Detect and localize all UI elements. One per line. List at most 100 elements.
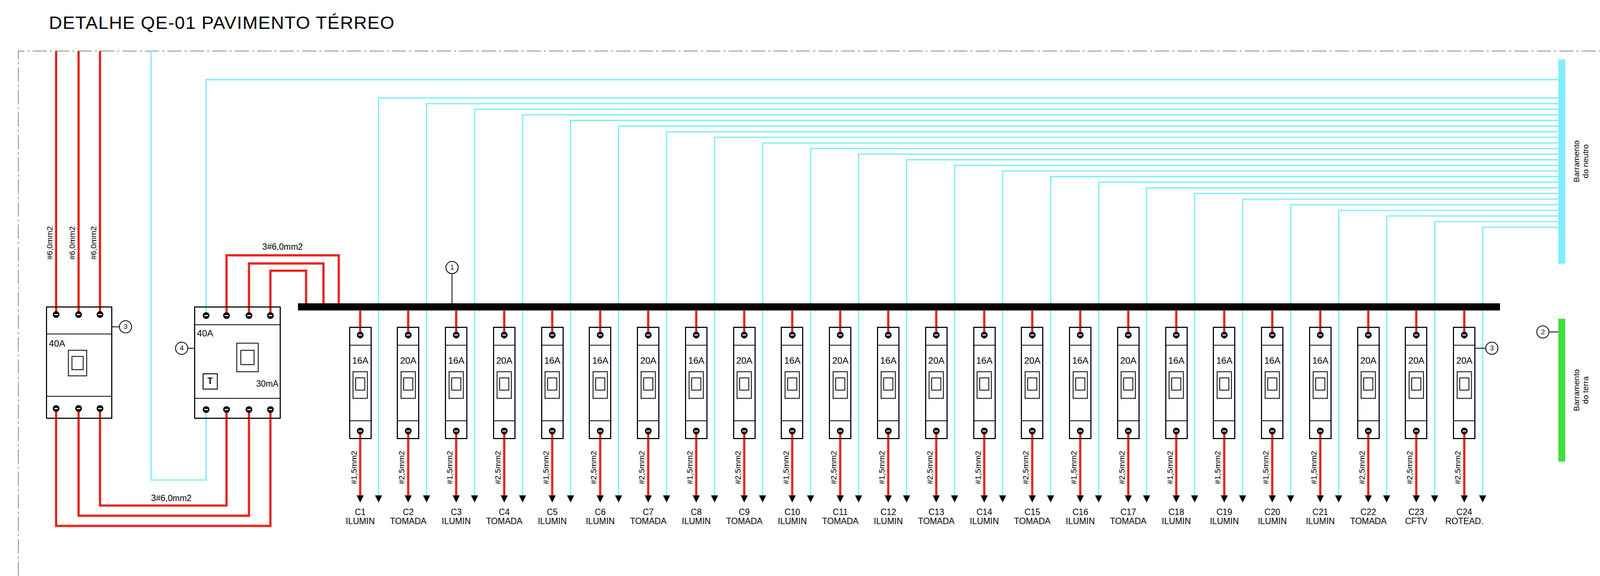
terminal-mark — [502, 430, 506, 432]
rating-label: 20A — [736, 356, 753, 367]
rating-label: 20A — [1024, 356, 1041, 367]
cable-label: #2,5mm2 — [589, 449, 599, 486]
cable-label: #1,5mm2 — [1213, 449, 1223, 486]
terminal — [885, 331, 892, 339]
breaker-divider — [1452, 420, 1476, 422]
neutral-wire — [150, 50, 206, 480]
arrow-head — [711, 495, 719, 503]
arrow-head — [374, 495, 382, 503]
rating-label: 16A — [1168, 356, 1185, 367]
breaker-toggle — [1025, 371, 1040, 399]
rating-label: 16A — [448, 356, 465, 367]
breaker-divider — [1260, 420, 1284, 422]
arrow-head — [404, 495, 412, 503]
arrow-head — [1172, 495, 1180, 503]
wire-connector — [56, 418, 271, 527]
phase-wire — [1222, 310, 1226, 336]
terminal — [266, 405, 274, 413]
arrow-head — [1412, 495, 1420, 503]
cable-label: #1,5mm2 — [1309, 449, 1319, 486]
phase-wire — [406, 310, 410, 336]
breaker-divider — [636, 344, 660, 346]
terminal — [75, 311, 83, 319]
breaker-divider — [349, 344, 372, 346]
terminal-mark — [98, 408, 103, 410]
breaker-toggle — [928, 371, 944, 399]
phase-wire — [1271, 310, 1274, 336]
phase-wire — [1222, 431, 1226, 496]
breaker-divider — [1117, 344, 1140, 346]
cable-label: #1,5mm2 — [685, 449, 695, 486]
cable-label: #1,5mm2 — [1261, 449, 1271, 486]
breaker-toggle — [68, 350, 87, 376]
arrow-head — [1382, 495, 1390, 503]
circuit-breaker: 20A — [1357, 326, 1380, 440]
phase-wire — [358, 431, 361, 496]
rating-label: 16A — [591, 356, 609, 367]
arrow-head — [692, 495, 700, 503]
rating-label: 20A — [1120, 356, 1137, 367]
callout-number: 2 — [1541, 328, 1545, 336]
terminal — [788, 427, 796, 435]
arrow-head — [452, 495, 460, 503]
terminal — [1125, 331, 1133, 339]
circuit-label: C24 ROTEAD. — [1444, 507, 1485, 527]
circuit-breaker: 16A — [1260, 326, 1284, 440]
breaker-toggle — [449, 371, 464, 399]
breaker-toggle — [785, 371, 800, 399]
main-breaker: 40A — [45, 306, 113, 419]
callout-circle — [1536, 325, 1550, 338]
terminal-mark — [742, 430, 746, 432]
terminal — [404, 427, 412, 435]
cable-label: #1,5mm2 — [1165, 449, 1175, 486]
breaker-toggle — [1123, 378, 1133, 391]
terminal — [1172, 331, 1180, 339]
cable-label: #1,5mm2 — [445, 449, 455, 486]
frame-border — [18, 50, 1600, 576]
cable-label: #1,5mm2 — [349, 449, 359, 486]
circuit-breaker: 16A — [1068, 326, 1092, 440]
terminal-mark — [1462, 334, 1467, 336]
callout-number: 4 — [179, 344, 184, 352]
terminal — [222, 312, 230, 320]
terminal-mark — [790, 334, 795, 336]
circuit-breaker: 16A — [1165, 326, 1188, 440]
terminal — [1268, 331, 1276, 339]
terminal — [1268, 427, 1276, 435]
circuit-breaker: 16A — [541, 326, 564, 440]
circuit-breaker: 20A — [493, 326, 516, 440]
arrow-head — [1220, 495, 1228, 503]
cable-label: #2,5mm2 — [1357, 449, 1367, 486]
breaker-toggle — [977, 371, 992, 399]
breaker-divider — [828, 344, 852, 346]
arrow-head — [950, 495, 958, 503]
breaker-divider — [1020, 420, 1044, 422]
breaker-toggle — [1171, 378, 1181, 391]
terminal — [356, 427, 364, 435]
terminal-mark — [598, 334, 603, 336]
breaker-divider — [588, 420, 612, 422]
terminal-mark — [1030, 430, 1035, 432]
breaker-toggle — [979, 378, 989, 391]
terminal-mark — [1414, 430, 1419, 432]
arrow-head — [1460, 495, 1468, 503]
breaker-divider — [685, 420, 708, 422]
neutral-wire — [1290, 204, 1558, 496]
rating-label: 20A — [928, 356, 945, 367]
breaker-divider — [1117, 420, 1140, 422]
terminal — [1317, 427, 1325, 435]
breaker-toggle — [499, 378, 509, 391]
breaker-toggle — [1363, 378, 1373, 391]
terminal — [885, 427, 892, 435]
arrow-head — [356, 495, 364, 503]
neutral-wire — [906, 159, 1558, 496]
terminal — [96, 311, 104, 319]
phase-wire — [1175, 431, 1178, 496]
arrow-head — [1047, 495, 1055, 503]
breaker-toggle — [1313, 371, 1328, 399]
breaker-toggle — [1120, 371, 1136, 399]
terminal-mark — [1222, 334, 1227, 336]
circuit-label: C10 ILUMIN — [776, 507, 808, 527]
circuit-label: C17 TOMADA — [1109, 507, 1148, 527]
rating-label: 20A — [1360, 356, 1377, 367]
